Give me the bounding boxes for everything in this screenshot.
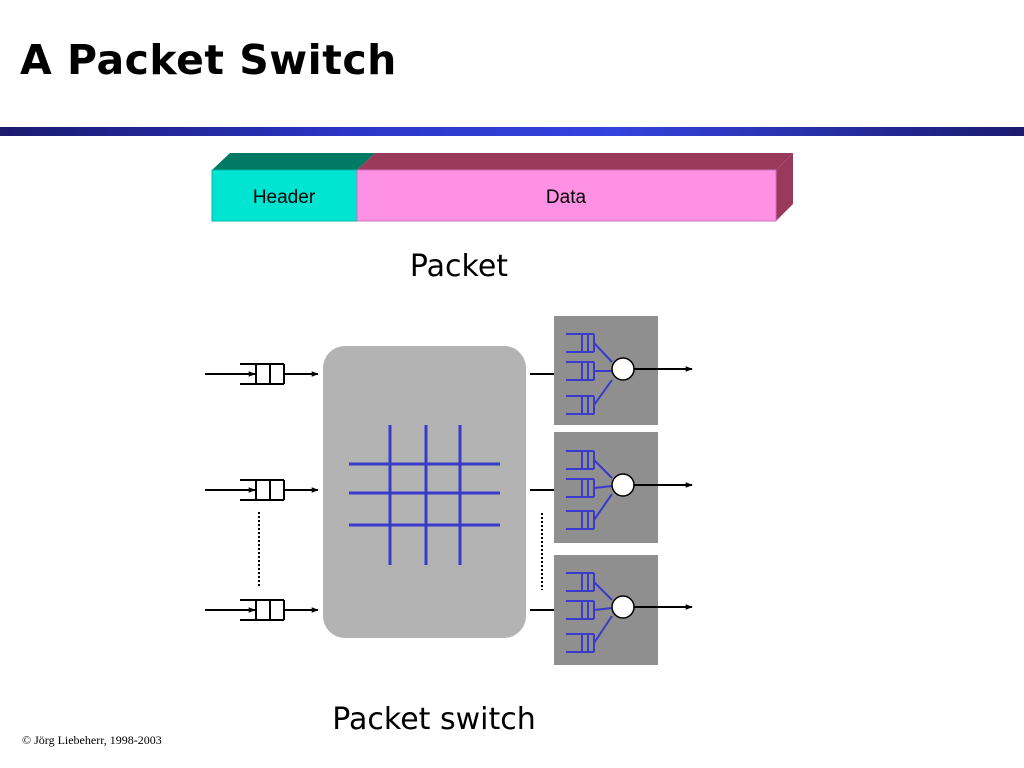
slide-title: A Packet Switch bbox=[20, 36, 397, 84]
data-label: Data bbox=[546, 187, 587, 208]
header-segment bbox=[211, 169, 358, 222]
data-top-face bbox=[357, 153, 793, 170]
input-port bbox=[205, 363, 319, 385]
output-queues bbox=[566, 333, 613, 415]
scheduler-node bbox=[611, 595, 635, 619]
output-queues bbox=[566, 450, 613, 530]
switch-fabric bbox=[323, 346, 526, 638]
output-port bbox=[554, 316, 693, 425]
packet-graphic: Header Data bbox=[211, 153, 793, 222]
input-queue bbox=[240, 599, 285, 621]
copyright-footer: © Jörg Liebeherr, 1998-2003 bbox=[22, 733, 162, 747]
crossbar-grid bbox=[349, 425, 500, 565]
input-ports bbox=[205, 363, 319, 621]
input-port bbox=[205, 479, 319, 501]
input-queue bbox=[240, 363, 285, 385]
header-top-face bbox=[212, 153, 375, 170]
packet-caption: Packet bbox=[410, 249, 508, 284]
output-queues bbox=[566, 572, 613, 653]
header-label: Header bbox=[253, 187, 316, 208]
data-segment bbox=[356, 169, 777, 222]
output-port bbox=[554, 432, 693, 543]
title-underline-bar bbox=[0, 127, 1024, 136]
data-side-face bbox=[776, 153, 793, 221]
output-port bbox=[554, 555, 693, 665]
packet-switch-caption: Packet switch bbox=[332, 702, 535, 737]
scheduler-node bbox=[611, 473, 635, 497]
scheduler-node bbox=[611, 357, 635, 381]
input-port bbox=[205, 599, 319, 621]
